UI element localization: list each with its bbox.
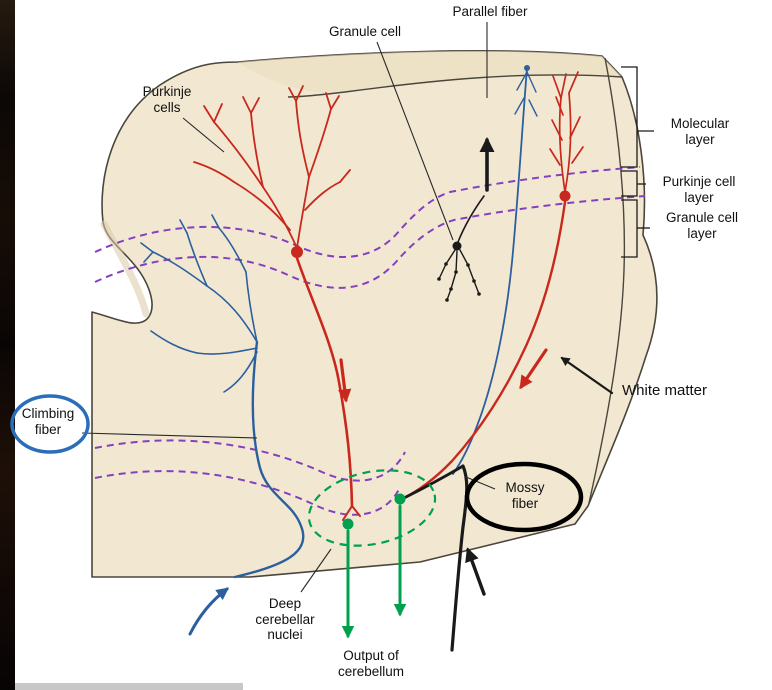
label-molecular-layer: Molecular layer <box>670 116 730 147</box>
climbing-fiber-pointer <box>81 432 258 439</box>
purkinje-cells-pointer <box>182 117 225 153</box>
label-white-matter: White matter <box>622 382 708 399</box>
white-matter-arrow <box>560 356 614 395</box>
mossy-fiber-input-arrow <box>465 547 486 596</box>
climbing-fiber-blue <box>140 65 538 636</box>
signal-arrow-red-left <box>337 358 352 403</box>
mossy-fiber-annotation-circle <box>464 461 584 533</box>
purkinje-soma-left <box>291 246 303 258</box>
deep-nuclei-neuron-right <box>394 493 406 505</box>
purkinje-soma-right <box>559 190 571 202</box>
label-climbing-fiber: Climbing fiber <box>21 406 75 437</box>
label-parallel-fiber: Parallel fiber <box>452 4 528 19</box>
granule-soma <box>452 241 462 251</box>
signal-arrow-red-right <box>519 348 548 390</box>
purkinje-cells-red <box>193 71 584 521</box>
deep-cerebellar-nuclei-green <box>307 469 437 639</box>
label-output-of-cerebellum: Output of cerebellum <box>337 648 405 679</box>
granule-cell-pointer <box>376 41 454 241</box>
layer-brackets <box>621 66 654 258</box>
label-granule-cell-layer: Granule cell layer <box>665 210 739 241</box>
climbing-fiber-input-arrow <box>188 587 230 636</box>
purkinje-axon-left <box>295 256 354 508</box>
annotation-circles <box>10 394 584 533</box>
bottom-edge-artifact <box>15 683 243 690</box>
label-granule-cell: Granule cell <box>328 24 402 39</box>
label-mossy-fiber: Mossy fiber <box>505 480 545 511</box>
mossy-fiber-black <box>402 464 486 652</box>
mossy-fiber-pointer <box>465 476 496 490</box>
granule-cell-and-parallel-fiber <box>437 136 495 302</box>
layer-boundary-dashed-lines <box>94 166 646 516</box>
deep-nuclei-pointer <box>300 548 332 593</box>
purkinje-axon-right <box>402 200 567 500</box>
pointer-lines <box>81 22 496 593</box>
left-dark-strip <box>0 0 15 690</box>
label-purkinje-cells: Purkinje cells <box>142 84 192 115</box>
deep-nuclei-dashed-ellipse <box>307 469 437 547</box>
cortex-block <box>91 50 658 578</box>
label-purkinje-cell-layer: Purkinje cell layer <box>662 174 736 205</box>
molecular-layer-bracket <box>621 66 638 168</box>
deep-nuclei-neuron-left <box>342 518 354 530</box>
climbing-fiber-annotation-circle <box>10 394 90 454</box>
label-deep-cerebellar-nuclei: Deep cerebellar nuclei <box>255 596 315 643</box>
